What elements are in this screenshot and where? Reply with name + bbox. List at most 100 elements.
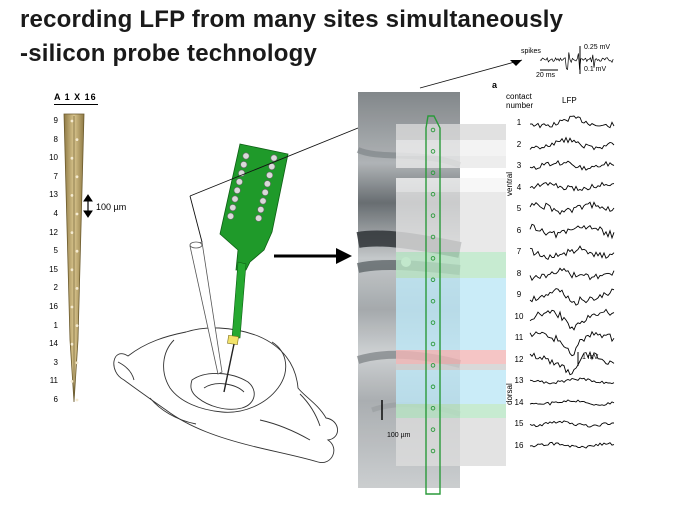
lfp-trace bbox=[529, 159, 615, 171]
probe-site-label: 4 bbox=[53, 209, 58, 218]
contact-number: 1 bbox=[516, 118, 522, 127]
probe-sites bbox=[70, 119, 79, 402]
pcb-pad bbox=[263, 180, 271, 188]
spacing-arrow-icon bbox=[83, 194, 93, 218]
pcb-pad bbox=[259, 197, 267, 205]
probe-site-label: 1 bbox=[53, 320, 58, 330]
probe-site-label: 10 bbox=[49, 153, 58, 163]
probe-site-label: 16 bbox=[49, 302, 58, 311]
probe-site-dot bbox=[75, 361, 79, 365]
contact-number: 14 bbox=[514, 397, 524, 407]
spikes-amp-bottom: 0.1 mV bbox=[584, 66, 607, 73]
spikes-trace bbox=[539, 52, 614, 70]
contact-number: 12 bbox=[514, 354, 524, 364]
probe-site-dot bbox=[75, 324, 79, 327]
probe-shank-schematic bbox=[63, 113, 85, 403]
histology-site bbox=[430, 234, 436, 240]
contact-number: 16 bbox=[514, 440, 524, 450]
histology-site bbox=[430, 298, 436, 304]
probe-site-dot bbox=[70, 268, 74, 272]
probe-site-dot bbox=[75, 249, 79, 253]
histology-scale-label: 100 µm bbox=[387, 432, 411, 439]
contact-number: 8 bbox=[516, 268, 522, 278]
histology-probe-sites bbox=[430, 127, 436, 454]
histology-site bbox=[430, 277, 436, 283]
probe-site-label: 12 bbox=[49, 227, 58, 237]
histology-site bbox=[430, 427, 436, 432]
pcb-pad bbox=[233, 186, 241, 194]
lfp-trace bbox=[529, 377, 615, 385]
probe-site-dot bbox=[75, 212, 79, 216]
region-band bbox=[396, 418, 506, 466]
contact-number: 9 bbox=[516, 290, 522, 299]
probe-spacing-label: 100 µm bbox=[96, 202, 127, 212]
probe-site-dot bbox=[70, 119, 74, 123]
lfp-trace bbox=[529, 308, 615, 331]
contact-number: 15 bbox=[514, 419, 524, 428]
probe-site-label: 2 bbox=[53, 283, 58, 293]
probe-site-dot bbox=[70, 194, 74, 197]
pcb-pad bbox=[242, 152, 250, 160]
region-band bbox=[396, 252, 506, 278]
probe-site-label: 11 bbox=[49, 376, 58, 386]
histology-site bbox=[430, 213, 436, 218]
slide-title-line-1: recording LFP from many sites simultaneo… bbox=[20, 6, 564, 33]
contact-number-header: contact number bbox=[506, 92, 534, 110]
probe-site-label: 13 bbox=[49, 190, 58, 200]
region-bands bbox=[396, 124, 506, 466]
probe-site-label: 9 bbox=[53, 116, 58, 125]
region-band bbox=[396, 192, 506, 252]
contact-number: 11 bbox=[514, 333, 524, 342]
region-band bbox=[396, 350, 506, 364]
probe-site-label: 7 bbox=[53, 171, 58, 181]
pcb-pad bbox=[270, 154, 278, 162]
histology-site bbox=[430, 170, 436, 176]
pcb-pad bbox=[231, 195, 239, 203]
region-band bbox=[396, 124, 506, 140]
lfp-trace bbox=[529, 267, 615, 282]
ventral-label: ventral bbox=[505, 172, 514, 196]
region-band bbox=[396, 404, 506, 418]
contact-number: 7 bbox=[516, 247, 522, 256]
lfp-trace bbox=[529, 420, 615, 428]
lfp-trace bbox=[529, 399, 615, 406]
spikes-label: spikes bbox=[521, 48, 541, 55]
lfp-trace bbox=[529, 115, 615, 129]
pcb-pad bbox=[257, 206, 265, 214]
lfp-trace bbox=[529, 201, 615, 216]
probe-site-dot bbox=[75, 175, 79, 179]
pcb-pad bbox=[266, 171, 274, 179]
contact-number: 5 bbox=[516, 204, 522, 213]
brain-outline-drawing bbox=[113, 327, 338, 463]
probe-site-label: 14 bbox=[49, 339, 58, 349]
probe-site-dot bbox=[70, 305, 74, 309]
probe-site-dot bbox=[70, 342, 74, 346]
pcb-pad bbox=[268, 163, 276, 171]
lfp-trace bbox=[529, 181, 615, 192]
histology-site bbox=[430, 384, 436, 390]
probe-site-label: 3 bbox=[53, 357, 58, 367]
spikes-amp-top: 0.25 mV bbox=[584, 44, 611, 51]
histology-site bbox=[430, 149, 436, 154]
probe-header: A 1 X 16 bbox=[54, 92, 97, 102]
connector-lines bbox=[189, 59, 523, 243]
spikes-scale-bars bbox=[540, 46, 581, 74]
pcb-pad bbox=[229, 204, 237, 212]
probe-site-dot bbox=[75, 398, 79, 402]
pcb-pads bbox=[227, 152, 278, 222]
region-band bbox=[396, 156, 506, 168]
histology-site bbox=[430, 320, 436, 325]
probe-site-label: 15 bbox=[49, 264, 58, 274]
contact-number: 6 bbox=[516, 225, 522, 235]
panel-letter: a bbox=[492, 80, 498, 90]
slide-title-line-2: -silicon probe technology bbox=[20, 40, 318, 67]
lfp-trace bbox=[529, 288, 615, 306]
pcb-pad bbox=[235, 178, 243, 186]
probe-site-dot bbox=[75, 138, 79, 142]
region-band bbox=[396, 364, 506, 370]
inserted-probe bbox=[189, 241, 223, 375]
histology-site bbox=[430, 341, 436, 347]
lfp-trace bbox=[529, 223, 615, 240]
